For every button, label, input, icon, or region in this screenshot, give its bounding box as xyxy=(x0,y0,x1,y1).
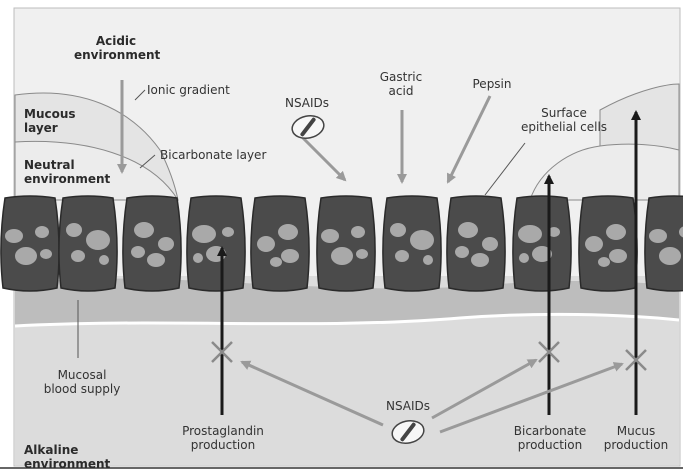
cell-nucleus xyxy=(395,250,409,262)
cell-nucleus xyxy=(356,249,368,259)
ionic-gradient-label: Ionic gradient xyxy=(147,83,230,97)
epithelial-cell xyxy=(59,196,117,291)
cell-nucleus xyxy=(86,230,110,250)
epithelial-cell xyxy=(317,196,375,291)
cell-nucleus xyxy=(99,255,109,265)
cell-nucleus xyxy=(585,236,603,252)
epithelial-cell xyxy=(383,196,441,291)
cell-nucleus xyxy=(158,237,174,251)
cell-nucleus xyxy=(482,237,498,251)
epithelial-cell xyxy=(447,196,505,291)
cell-nucleus xyxy=(270,257,282,267)
cell-nucleus xyxy=(147,253,165,267)
cell-nucleus xyxy=(471,253,489,267)
cell-nucleus xyxy=(278,224,298,240)
epithelial-cell xyxy=(513,196,571,291)
cell-nucleus xyxy=(257,236,275,252)
epithelial-cell xyxy=(123,196,181,291)
cell-nucleus xyxy=(5,229,23,243)
cell-nucleus xyxy=(455,246,469,258)
cell-nucleus xyxy=(458,222,478,238)
cell-nucleus xyxy=(649,229,667,243)
cell-nucleus xyxy=(321,229,339,243)
cell-nucleus xyxy=(193,253,203,263)
epithelial-cell-layer xyxy=(1,196,683,291)
nsaids-bottom-label: NSAIDs xyxy=(375,399,441,413)
cell-nucleus xyxy=(66,223,82,237)
cell-nucleus xyxy=(35,226,49,238)
cell-nucleus xyxy=(659,247,681,265)
cell-nucleus xyxy=(331,247,353,265)
cell-nucleus xyxy=(423,255,433,265)
epithelial-cell xyxy=(251,196,309,291)
cell-nucleus xyxy=(134,222,154,238)
epithelial-cell xyxy=(579,196,637,291)
cell-nucleus xyxy=(606,224,626,240)
cell-nucleus xyxy=(222,227,234,237)
cell-nucleus xyxy=(519,253,529,263)
cell-nucleus xyxy=(598,257,610,267)
epithelial-cell xyxy=(645,196,683,291)
cell-nucleus xyxy=(131,246,145,258)
cell-nucleus xyxy=(15,247,37,265)
cell-nucleus xyxy=(518,225,542,243)
cell-nucleus xyxy=(281,249,299,263)
cell-nucleus xyxy=(71,250,85,262)
cell-nucleus xyxy=(390,223,406,237)
bicarbonate-layer-label: Bicarbonate layer xyxy=(160,148,266,162)
nsaids-top-label: NSAIDs xyxy=(272,96,342,110)
cell-nucleus xyxy=(410,230,434,250)
cell-nucleus xyxy=(609,249,627,263)
cell-nucleus xyxy=(351,226,365,238)
cell-nucleus xyxy=(40,249,52,259)
pepsin-label: Pepsin xyxy=(462,77,522,91)
cell-nucleus xyxy=(192,225,216,243)
epithelial-cell xyxy=(187,196,245,291)
epithelial-cell xyxy=(1,196,59,291)
